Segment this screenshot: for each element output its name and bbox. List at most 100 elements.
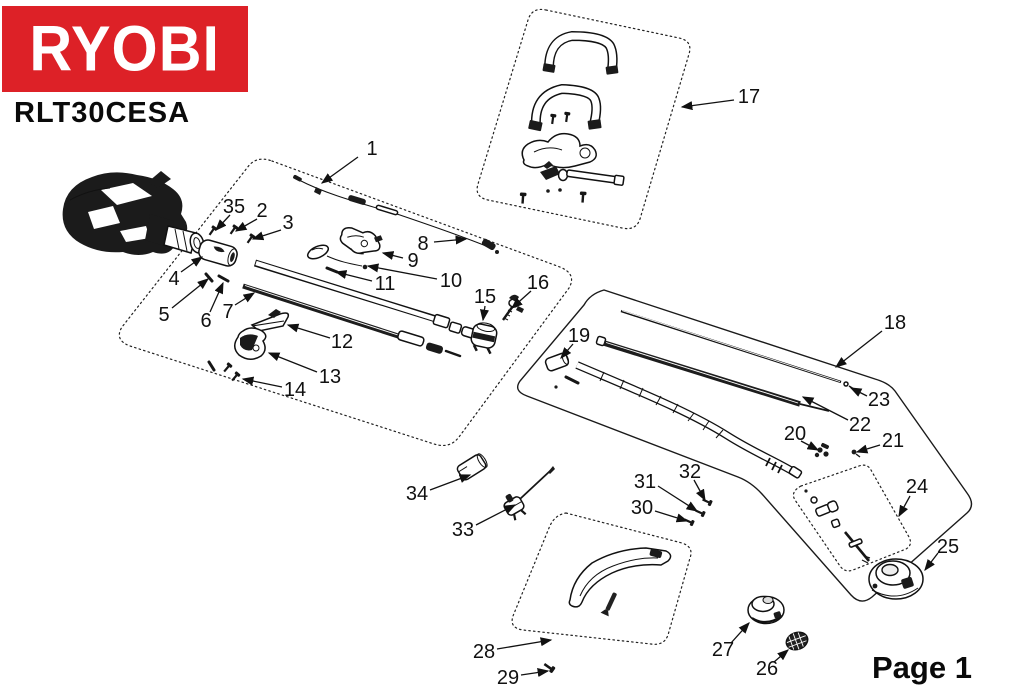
leader-line-20	[800, 440, 820, 451]
callout-12: 12	[331, 331, 353, 353]
group-box-17	[476, 8, 691, 230]
sleeve-part-34	[456, 453, 488, 481]
leader-line-19	[560, 343, 574, 359]
brand-logo: RYOBI	[2, 6, 248, 92]
callout-31: 31	[634, 471, 656, 493]
group-box-24	[792, 464, 912, 572]
model-number: RLT30CESA	[14, 97, 191, 129]
throttle-trigger-part-9	[339, 227, 383, 255]
screws-part-14	[207, 360, 241, 383]
group-box-1	[118, 158, 573, 447]
leader-line-14	[241, 376, 283, 388]
spool-part-27	[747, 595, 785, 625]
callout-9: 9	[407, 250, 418, 272]
callout-18: 18	[884, 312, 906, 334]
hanger-cap-part-33	[503, 466, 555, 521]
leader-line-22	[801, 396, 849, 421]
coupler-part-4	[198, 239, 238, 267]
callout-10: 10	[440, 270, 462, 292]
leader-line-2	[234, 218, 258, 232]
leader-line-15	[479, 305, 489, 322]
callout-11: 11	[375, 273, 396, 295]
hardware-kit-group-24	[804, 489, 871, 564]
string-head-part-25	[868, 558, 924, 600]
leader-line-18	[834, 330, 883, 368]
brand-name: RYOBI	[29, 13, 221, 85]
leader-line-5	[171, 278, 210, 309]
callout-16: 16	[527, 272, 549, 294]
leader-line-17	[680, 99, 735, 111]
callout-20: 20	[784, 423, 806, 445]
grass-deflector-group-28	[568, 547, 672, 617]
leader-line-10	[366, 263, 438, 280]
callout-7: 7	[222, 301, 233, 323]
pin-part-5	[204, 272, 214, 283]
choke-cable-part-10	[306, 244, 368, 270]
leader-line-30	[654, 510, 689, 523]
callout-15: 15	[474, 286, 496, 308]
callout-4: 4	[168, 268, 179, 290]
engine-illustration	[62, 171, 205, 255]
callout-33: 33	[452, 519, 474, 541]
callout-30: 30	[631, 497, 653, 519]
callout-26: 26	[756, 658, 778, 680]
callout-22: 22	[849, 414, 871, 436]
callout-23: 23	[868, 389, 890, 411]
callout-25: 25	[937, 536, 959, 558]
callout-8: 8	[417, 233, 428, 255]
knob-part-15	[470, 322, 498, 355]
leader-line-33	[475, 504, 517, 526]
callout-35: 35	[223, 196, 245, 218]
leader-line-6	[209, 281, 224, 313]
leader-line-31	[657, 485, 699, 512]
group-box-18	[517, 289, 973, 602]
leader-line-4	[180, 256, 204, 273]
screw-part-32	[701, 496, 713, 507]
callout-2: 2	[256, 200, 267, 222]
hanger-bracket-part-13	[234, 327, 267, 360]
leader-line-13	[267, 352, 318, 373]
leader-line-34	[429, 474, 472, 491]
leader-line-32	[693, 479, 706, 502]
leader-line-12	[286, 323, 331, 339]
leader-line-24	[898, 495, 911, 518]
clamp-pin-part-11	[325, 266, 339, 274]
leader-line-1	[320, 156, 359, 184]
callout-28: 28	[473, 641, 495, 663]
group-box-28	[511, 512, 692, 645]
leader-line-8	[433, 235, 468, 245]
leader-line-21	[855, 444, 881, 454]
callout-21: 21	[882, 430, 904, 452]
throttle-cable-part-8	[293, 174, 499, 254]
handle-bars-group-17	[519, 30, 625, 204]
callout-13: 13	[319, 366, 341, 388]
screw-part-31	[694, 507, 706, 518]
callout-27: 27	[712, 639, 734, 661]
leader-line-9	[381, 251, 404, 260]
leader-line-28	[496, 637, 553, 650]
screw-part-35	[207, 225, 218, 237]
callout-34: 34	[406, 483, 428, 505]
callout-1: 1	[366, 138, 377, 160]
leader-line-3	[251, 229, 282, 241]
callout-17: 17	[738, 86, 760, 108]
leader-line-35	[215, 214, 231, 231]
callout-24: 24	[906, 476, 928, 498]
callout-19: 19	[568, 325, 590, 347]
screw-part-30	[683, 516, 695, 527]
nut-part-21	[851, 449, 861, 458]
leader-line-11	[334, 270, 373, 282]
leader-line-27	[730, 622, 750, 644]
callout-3: 3	[282, 212, 293, 234]
leader-line-29	[520, 668, 550, 678]
callout-29: 29	[497, 667, 519, 689]
flexible-shaft	[575, 361, 803, 479]
leader-line-26	[773, 649, 789, 663]
callout-14: 14	[284, 379, 306, 401]
leader-line-16	[511, 290, 532, 309]
drive-shaft-part-7	[242, 283, 462, 358]
callout-32: 32	[679, 461, 701, 483]
leader-line-25	[924, 552, 939, 572]
